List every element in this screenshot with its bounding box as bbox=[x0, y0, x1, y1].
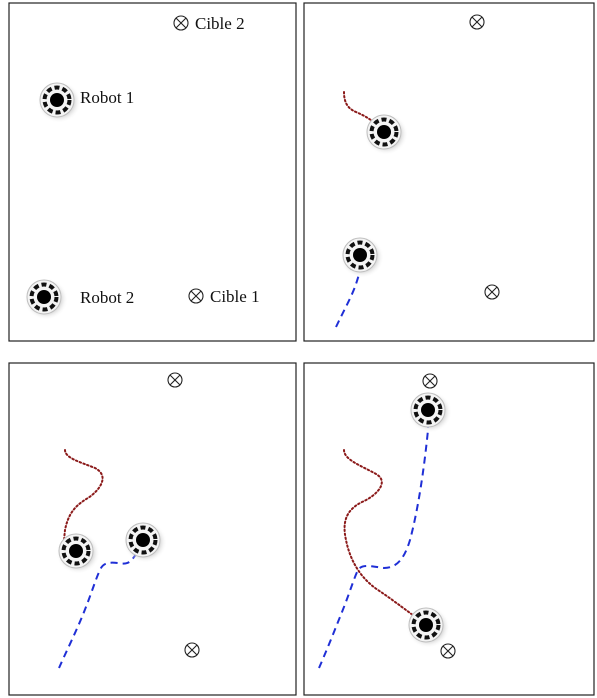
target-2-icon bbox=[469, 14, 485, 30]
robot-1-path bbox=[63, 449, 104, 541]
target-1-icon bbox=[484, 284, 500, 300]
target-2-icon bbox=[167, 372, 183, 388]
target-2-icon bbox=[422, 373, 438, 389]
robot-1-icon bbox=[35, 79, 83, 125]
robot-2-icon bbox=[338, 234, 386, 280]
panel-2 bbox=[303, 2, 595, 342]
robot-2-path bbox=[335, 256, 362, 328]
target-2-label: Cible 2 bbox=[195, 14, 245, 33]
robot-1-icon bbox=[362, 111, 410, 157]
robot-2-icon bbox=[22, 276, 70, 322]
robot-2-icon bbox=[121, 519, 169, 565]
robot-1-icon bbox=[54, 530, 102, 576]
panel-frame bbox=[303, 2, 595, 342]
target-1-label: Cible 1 bbox=[210, 287, 260, 306]
target-1-icon bbox=[184, 642, 200, 658]
robot-1-label: Robot 1 bbox=[80, 88, 134, 107]
robot-1-icon bbox=[404, 604, 452, 650]
robot-1-path bbox=[343, 449, 421, 621]
robot-2-path bbox=[58, 545, 141, 669]
panel-4 bbox=[303, 362, 595, 696]
robot-2-path bbox=[318, 420, 429, 669]
panel-1: Robot 1 Robot 2 Cible 2 Cible 1 bbox=[8, 2, 297, 342]
robot-2-icon bbox=[406, 389, 454, 435]
robot-2-label: Robot 2 bbox=[80, 288, 134, 307]
panel-3 bbox=[8, 362, 297, 696]
target-2-icon bbox=[173, 15, 189, 31]
target-1-icon bbox=[188, 288, 204, 304]
target-1-icon bbox=[440, 643, 456, 659]
